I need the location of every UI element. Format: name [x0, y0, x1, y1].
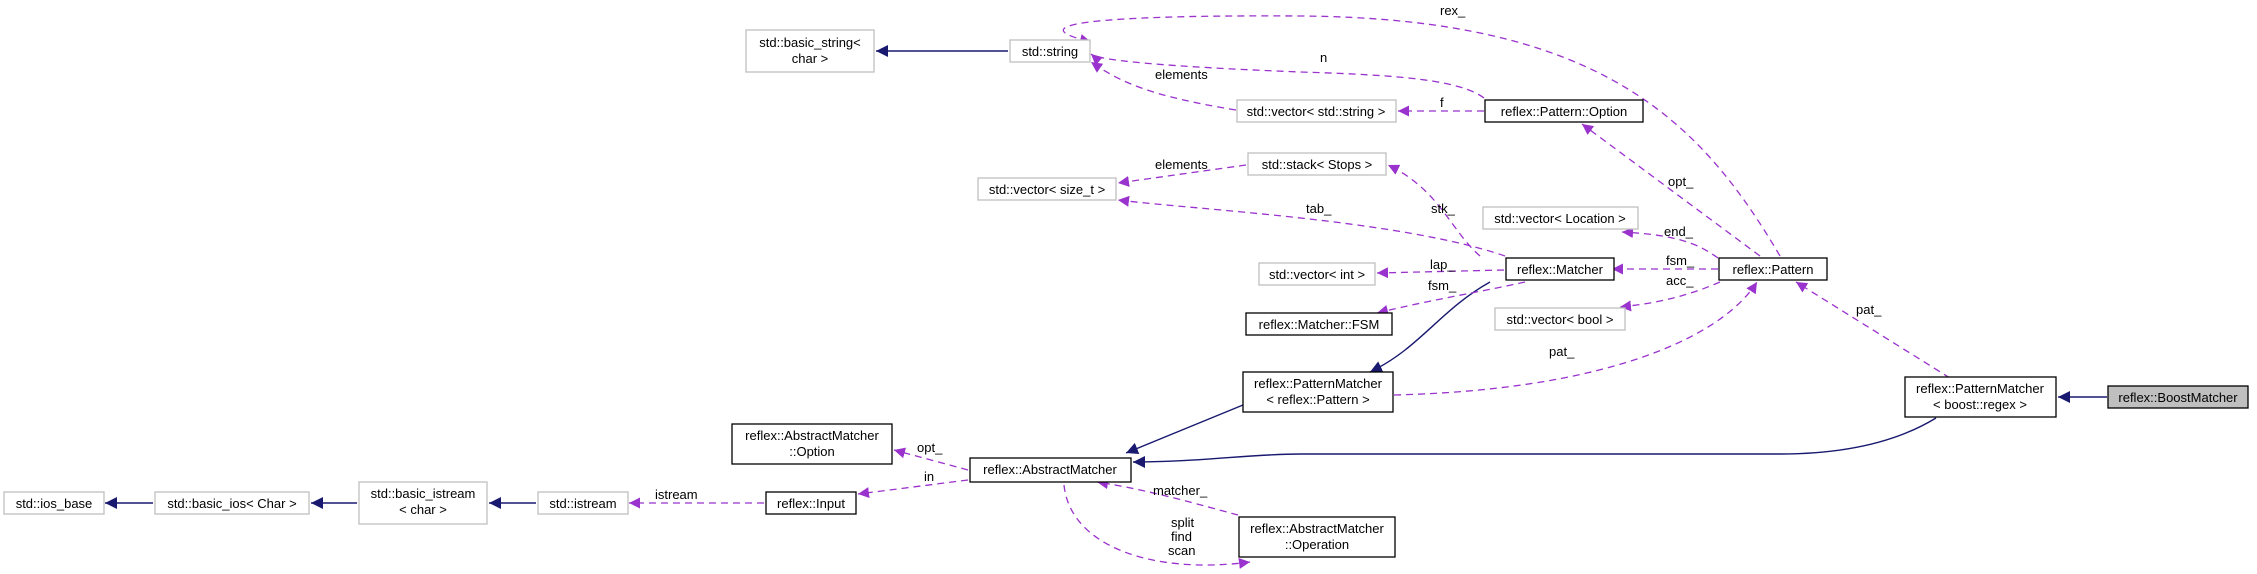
- svg-text:std::stack< Stops >: std::stack< Stops >: [1262, 157, 1373, 172]
- svg-text:reflex::Matcher: reflex::Matcher: [1517, 262, 1604, 277]
- label-fsm-pattern: fsm_: [1666, 253, 1695, 268]
- label-in: in: [924, 469, 934, 484]
- node-basic-istream[interactable]: std::basic_istream < char >: [358, 481, 488, 525]
- node-boost-matcher[interactable]: reflex::BoostMatcher: [2107, 385, 2249, 409]
- node-pattern[interactable]: reflex::Pattern: [1718, 257, 1828, 281]
- edge-opt-am: [893, 447, 969, 471]
- svg-text:::Option: ::Option: [789, 444, 835, 459]
- label-acc: acc_: [1666, 273, 1694, 288]
- svg-text:std::vector< size_t >: std::vector< size_t >: [989, 182, 1105, 197]
- label-stk: stk_: [1431, 201, 1456, 216]
- edge-opt-pattern: [1581, 123, 1761, 257]
- label-pat-pm-pattern: pat_: [1549, 344, 1575, 359]
- edge-matcher: [1096, 478, 1239, 516]
- node-input[interactable]: reflex::Input: [765, 491, 857, 515]
- svg-text:reflex::PatternMatcher: reflex::PatternMatcher: [1254, 376, 1383, 391]
- edge-pat-boost: [1795, 281, 1951, 379]
- svg-text:reflex::Pattern: reflex::Pattern: [1733, 262, 1814, 277]
- node-basic-ios[interactable]: std::basic_ios< Char >: [154, 491, 310, 515]
- svg-text:std::vector< Location >: std::vector< Location >: [1494, 211, 1626, 226]
- edge-elements-string: [1090, 61, 1237, 111]
- label-operation-3: scan: [1168, 543, 1195, 558]
- svg-text:reflex::Pattern::Option: reflex::Pattern::Option: [1501, 104, 1627, 119]
- svg-text:reflex::BoostMatcher: reflex::BoostMatcher: [2118, 390, 2238, 405]
- svg-text:std::string: std::string: [1022, 44, 1078, 59]
- label-f: f: [1440, 95, 1444, 110]
- node-vector-string[interactable]: std::vector< std::string >: [1236, 99, 1397, 123]
- label-elements-size-t: elements: [1155, 157, 1208, 172]
- svg-text:< boost::regex >: < boost::regex >: [1933, 397, 2027, 412]
- edge-pm-boost-to-abstract-matcher: [1132, 417, 1937, 468]
- svg-text:reflex::Matcher::FSM: reflex::Matcher::FSM: [1259, 317, 1380, 332]
- label-pat-boost: pat_: [1856, 302, 1882, 317]
- node-vector-bool[interactable]: std::vector< bool >: [1494, 307, 1626, 331]
- svg-text:std::vector< bool >: std::vector< bool >: [1507, 312, 1614, 327]
- node-am-option[interactable]: reflex::AbstractMatcher ::Option: [731, 423, 893, 465]
- label-lap: lap_: [1430, 257, 1455, 272]
- edge-in: [857, 479, 969, 499]
- label-opt-am: opt_: [917, 440, 943, 455]
- node-istream[interactable]: std::istream: [537, 491, 629, 515]
- label-n: n: [1320, 50, 1327, 65]
- svg-text:std::basic_string<: std::basic_string<: [759, 35, 861, 50]
- node-pattern-option[interactable]: reflex::Pattern::Option: [1484, 99, 1644, 123]
- node-vector-int[interactable]: std::vector< int >: [1258, 262, 1376, 286]
- edge-pat-pm-pattern: [1393, 281, 1758, 396]
- label-matcher: matcher_: [1153, 483, 1208, 498]
- label-operation-1: split: [1171, 515, 1195, 530]
- node-basic-string[interactable]: std::basic_string< char >: [745, 29, 875, 73]
- node-matcher-fsm[interactable]: reflex::Matcher::FSM: [1245, 312, 1393, 336]
- node-ios-base[interactable]: std::ios_base: [3, 491, 105, 515]
- svg-text:std::ios_base: std::ios_base: [16, 496, 93, 511]
- svg-text:std::basic_ios< Char >: std::basic_ios< Char >: [167, 496, 296, 511]
- svg-text:std::vector< int >: std::vector< int >: [1269, 267, 1365, 282]
- edge-tab: [1117, 195, 1506, 257]
- label-fsm-matcher: fsm_: [1428, 278, 1457, 293]
- label-elements-string: elements: [1155, 67, 1208, 82]
- svg-text:std::basic_istream: std::basic_istream: [371, 486, 476, 501]
- edge-stk: [1387, 164, 1481, 257]
- edge-operation: [1063, 484, 1251, 569]
- edge-n: [1090, 53, 1485, 99]
- node-pm-boost[interactable]: reflex::PatternMatcher < boost::regex >: [1904, 376, 2057, 418]
- svg-text:::Operation: ::Operation: [1285, 537, 1349, 552]
- node-matcher[interactable]: reflex::Matcher: [1505, 257, 1615, 281]
- edge-acc: [1619, 281, 1721, 312]
- svg-text:char >: char >: [792, 51, 829, 66]
- edge-end: [1621, 227, 1719, 259]
- label-end: end_: [1664, 224, 1694, 239]
- node-pm-pattern[interactable]: reflex::PatternMatcher < reflex::Pattern…: [1242, 371, 1394, 413]
- edge-lap: [1376, 267, 1505, 279]
- edge-pm-pattern-to-abstract-matcher: [1125, 404, 1244, 454]
- label-tab: tab_: [1306, 201, 1332, 216]
- node-string[interactable]: std::string: [1009, 39, 1091, 63]
- svg-text:std::istream: std::istream: [549, 496, 616, 511]
- svg-text:std::vector< std::string >: std::vector< std::string >: [1247, 104, 1386, 119]
- label-istream: istream: [655, 487, 698, 502]
- svg-text:reflex::PatternMatcher: reflex::PatternMatcher: [1916, 381, 2045, 396]
- label-operation-2: find: [1171, 529, 1192, 544]
- node-vector-location[interactable]: std::vector< Location >: [1482, 206, 1639, 230]
- node-abstract-matcher[interactable]: reflex::AbstractMatcher: [969, 457, 1132, 483]
- svg-text:reflex::Input: reflex::Input: [777, 496, 845, 511]
- svg-text:< char >: < char >: [399, 502, 447, 517]
- node-vector-size-t[interactable]: std::vector< size_t >: [977, 177, 1117, 201]
- label-opt-pattern: opt_: [1668, 174, 1694, 189]
- node-am-operation[interactable]: reflex::AbstractMatcher ::Operation: [1238, 516, 1396, 558]
- edge-labels: rex_ n elements f opt_ elements stk_ tab…: [655, 3, 1882, 558]
- edge-elements-size-t: [1117, 164, 1247, 187]
- usage-edges: [629, 15, 1951, 569]
- label-rex: rex_: [1440, 3, 1466, 18]
- nodes: std::basic_string< char > std::string st…: [3, 29, 2249, 558]
- edge-fsm-matcher: [1376, 281, 1526, 316]
- svg-text:< reflex::Pattern >: < reflex::Pattern >: [1266, 392, 1369, 407]
- svg-text:reflex::AbstractMatcher: reflex::AbstractMatcher: [983, 462, 1117, 477]
- node-stack-stops[interactable]: std::stack< Stops >: [1247, 152, 1387, 176]
- svg-text:reflex::AbstractMatcher: reflex::AbstractMatcher: [1250, 521, 1384, 536]
- svg-text:reflex::AbstractMatcher: reflex::AbstractMatcher: [745, 428, 879, 443]
- edge-rex: [1062, 15, 1781, 257]
